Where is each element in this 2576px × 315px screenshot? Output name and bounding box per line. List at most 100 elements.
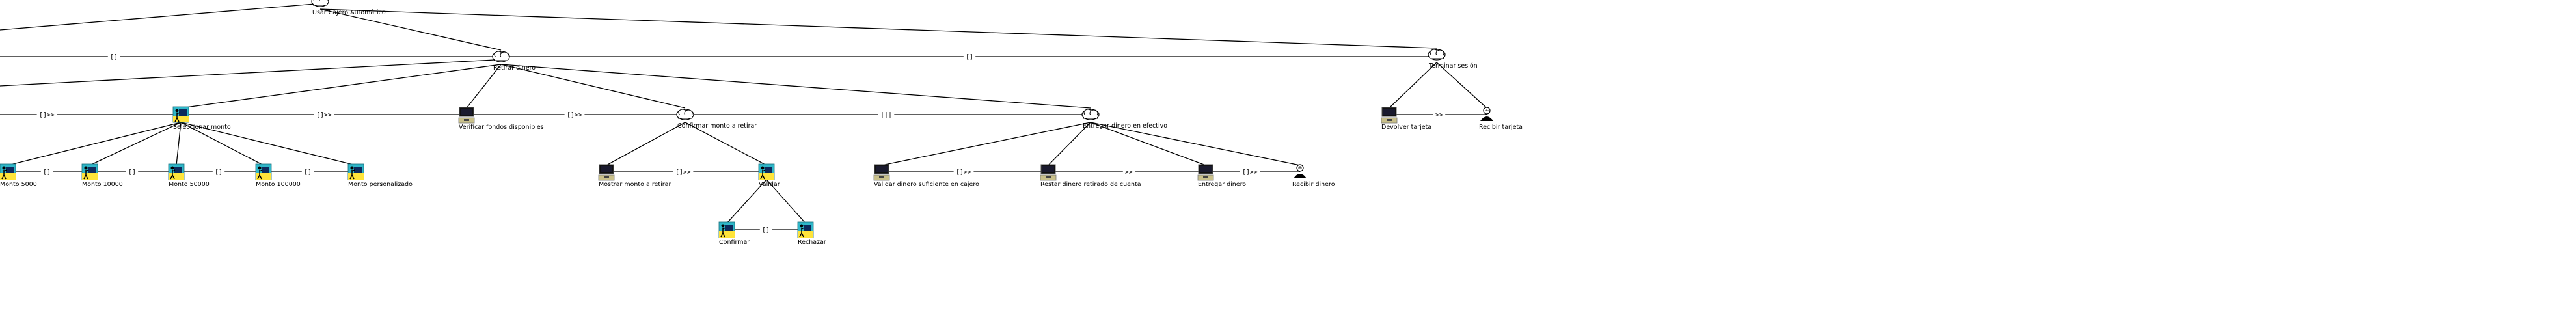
interaction-floor [82, 173, 98, 180]
task-node-confirmar[interactable]: Confirmar [718, 221, 750, 246]
temporal-operator: []>> [314, 111, 334, 119]
task-label: Rechazar [798, 239, 826, 246]
computer-screen [1383, 109, 1395, 115]
interaction-floor [173, 116, 189, 122]
operator-background [314, 111, 334, 118]
computer-drive [1046, 176, 1051, 178]
task-node-mpers[interactable]: Monto personalizado [347, 163, 413, 188]
hierarchy-edge [89, 122, 182, 166]
task-node-terminar[interactable]: Terminar sesión [1428, 49, 1478, 70]
hierarchy-edge [500, 64, 1091, 109]
interaction-floor [759, 173, 774, 180]
task-node-m100000[interactable]: Monto 100000 [255, 163, 301, 188]
person-head [175, 109, 179, 113]
interaction-floor [0, 173, 16, 180]
interaction-screen [725, 225, 733, 231]
person-head [761, 166, 765, 170]
task-node-seleccionar[interactable]: Seleccionar monto [172, 106, 231, 131]
hierarchy-edge [180, 64, 502, 109]
temporal-operator: []>> [36, 111, 57, 119]
temporal-operator: []>> [953, 168, 974, 176]
task-node-verificar[interactable]: Verificar fondos disponibles [458, 107, 544, 131]
task-label: Devolver tarjeta [1381, 124, 1431, 131]
task-node-m10000[interactable]: Monto 10000 [81, 163, 123, 188]
task-node-restar[interactable]: Restar dinero retirado de cuenta [1040, 164, 1141, 188]
person-body [83, 169, 89, 180]
task-label: Confirmar monto a retirar [677, 122, 757, 130]
hierarchy-edge [7, 122, 182, 166]
hierarchy-edge [1048, 122, 1091, 166]
operator-label: [] [110, 54, 118, 61]
person-body [760, 169, 766, 180]
operator-background [963, 53, 976, 61]
task-node-validar_dinero[interactable]: Validar dinero suficiente en cajero [873, 164, 979, 188]
person-body [720, 227, 726, 238]
computer-screen [1042, 166, 1054, 172]
task-label: Retirar dinero [493, 64, 536, 72]
computer-drive [464, 119, 469, 121]
cloud-base [679, 115, 692, 118]
interaction-floor [169, 173, 184, 180]
task-node-rechazar[interactable]: Rechazar [797, 221, 826, 246]
operator-background [301, 168, 314, 176]
hierarchy-edge [180, 122, 264, 166]
task-node-m5000[interactable]: Monto 5000 [0, 163, 37, 188]
operator-background [564, 111, 585, 118]
computer-screen [601, 166, 612, 172]
hierarchy-edge [0, 59, 495, 87]
person-head [170, 166, 174, 170]
hierarchy-edge [1389, 62, 1437, 109]
interaction-screen [262, 167, 269, 173]
user-face [1485, 109, 1489, 111]
diagram-edges [0, 3, 1487, 230]
task-label: Restar dinero retirado de cuenta [1040, 181, 1141, 188]
task-node-confirmar_monto[interactable]: Confirmar monto a retirar [676, 109, 757, 130]
operator-label: [] [304, 169, 312, 176]
hierarchy-edge [319, 8, 502, 51]
task-node-root[interactable]: Usar Cajero Automático [311, 0, 386, 16]
operator-label: [] [966, 54, 973, 61]
task-node-recibir_dinero[interactable]: Recibir dinero [1292, 164, 1335, 188]
person-body [1, 169, 7, 180]
temporal-operator: >> [1433, 111, 1446, 119]
task-node-m50000[interactable]: Monto 50000 [168, 163, 210, 188]
hierarchy-edge [500, 64, 686, 109]
person-head [350, 166, 354, 170]
interaction-screen [354, 167, 362, 173]
hierarchy-edge [881, 122, 1091, 166]
task-node-entregar_dinero[interactable]: Entregar dinero [1197, 164, 1246, 188]
operator-label: >> [1435, 112, 1443, 119]
operator-background [759, 226, 772, 234]
task-node-mostrar[interactable]: Mostrar monto a retirar [598, 164, 671, 188]
operator-label: []>> [567, 112, 582, 119]
temporal-operator: []>> [1240, 168, 1260, 176]
hierarchy-edge [0, 3, 316, 31]
operator-label: []>> [956, 169, 971, 176]
task-node-entregar[interactable]: Entregar dinero en efectivo [1081, 109, 1167, 130]
task-node-validar[interactable]: Validar [758, 163, 780, 188]
operator-background [126, 168, 139, 176]
task-label: Recibir dinero [1292, 181, 1335, 188]
operator-background [953, 168, 974, 176]
computer-drive [1387, 119, 1392, 121]
computer-screen [1200, 166, 1212, 172]
temporal-operator: [] [212, 168, 225, 176]
interaction-screen [765, 167, 772, 173]
operator-background [1433, 111, 1446, 118]
operator-label: []>> [39, 112, 55, 119]
task-node-devolver[interactable]: Devolver tarjeta [1381, 107, 1431, 131]
computer-drive [604, 176, 609, 178]
user-body [1294, 174, 1307, 178]
task-node-retirar[interactable]: Retirar dinero [492, 51, 536, 72]
user-face [1298, 166, 1302, 169]
operator-background [36, 111, 57, 118]
interaction-screen [174, 167, 182, 173]
interaction-floor [798, 231, 813, 238]
hierarchy-edge [726, 179, 767, 224]
task-node-recibir_tarjeta[interactable]: Recibir tarjeta [1479, 107, 1523, 131]
task-label: Mostrar monto a retirar [599, 181, 671, 188]
temporal-operator: [] [126, 168, 139, 176]
operator-label: ||| [880, 112, 892, 119]
hierarchy-edge [1090, 122, 1301, 166]
